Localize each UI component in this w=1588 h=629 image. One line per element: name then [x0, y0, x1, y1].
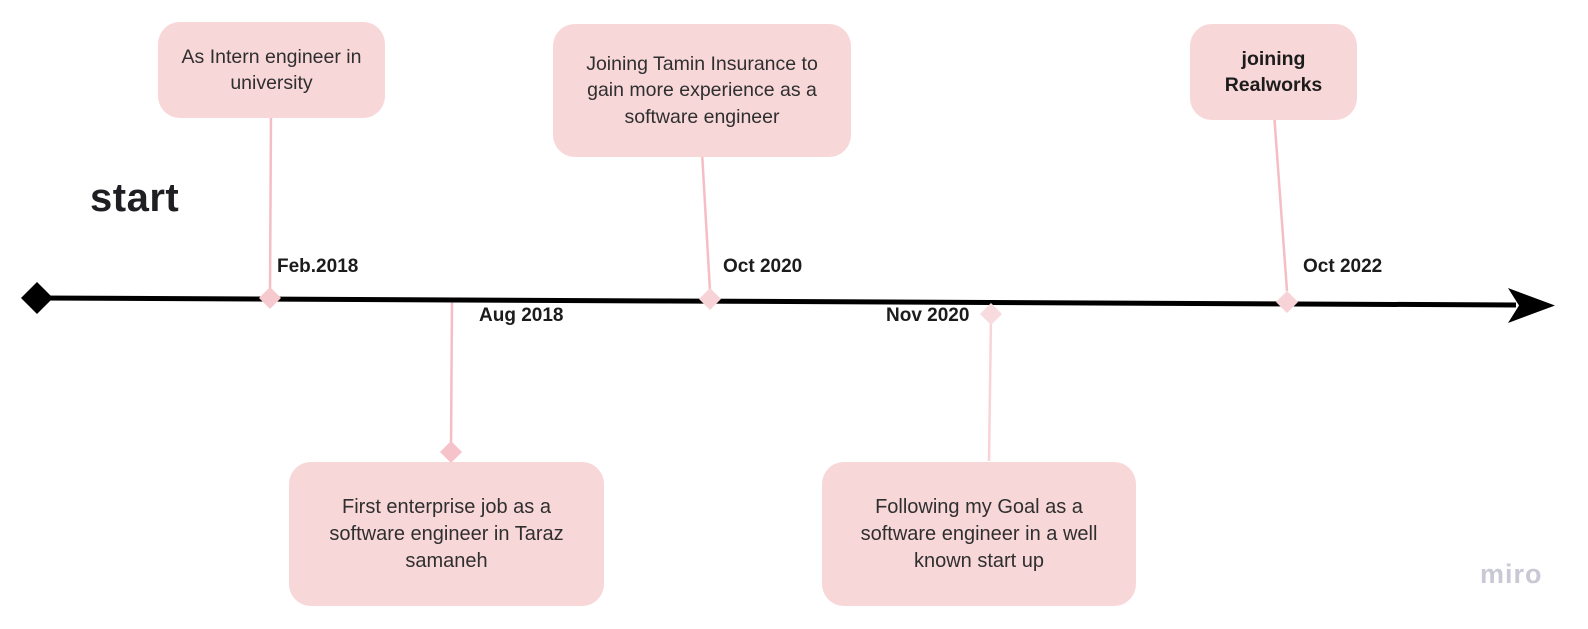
connector-line-4: [1272, 112, 1289, 292]
connector-line-1: [449, 301, 454, 448]
event-card-text: Following my Goal as a software engineer…: [860, 495, 1098, 572]
start-label[interactable]: start: [90, 176, 180, 220]
connector-line-3: [987, 316, 993, 462]
timeline-start-diamond-icon: [21, 282, 53, 314]
date-label-aug-2018[interactable]: Aug 2018: [479, 305, 564, 326]
event-card-text: First enterprise job as a software engin…: [329, 495, 564, 572]
connector-line-2: [700, 151, 712, 292]
milestone-diamond-2: [699, 288, 721, 310]
event-card-taraz[interactable]: First enterprise job as a software engin…: [289, 462, 604, 606]
connector-line-0: [268, 111, 273, 293]
miro-watermark: miro: [1480, 559, 1543, 589]
event-card-text: As Intern engineer in university: [181, 45, 362, 94]
event-card-text: Joining Tamin Insurance to gain more exp…: [586, 53, 818, 128]
event-card-realworks[interactable]: joining Realworks: [1190, 24, 1357, 120]
timeline-arrowhead-icon: [1508, 288, 1555, 323]
milestone-diamond-0: [259, 287, 281, 309]
event-card-text: joining Realworks: [1224, 47, 1323, 96]
event-card-tamin[interactable]: Joining Tamin Insurance to gain more exp…: [553, 24, 851, 157]
event-card-intern[interactable]: As Intern engineer in university: [158, 22, 385, 118]
date-label-feb-2018[interactable]: Feb.2018: [277, 256, 359, 277]
date-label-oct-2020[interactable]: Oct 2020: [723, 256, 803, 277]
milestone-diamond-4: [1276, 291, 1298, 313]
date-label-oct-2022[interactable]: Oct 2022: [1303, 256, 1383, 277]
event-card-startup[interactable]: Following my Goal as a software engineer…: [822, 462, 1136, 606]
date-label-nov-2020[interactable]: Nov 2020: [886, 305, 970, 326]
milestone-diamond-1: [440, 441, 462, 463]
timeline-line: [39, 295, 1517, 308]
milestone-diamond-3: [980, 303, 1002, 325]
